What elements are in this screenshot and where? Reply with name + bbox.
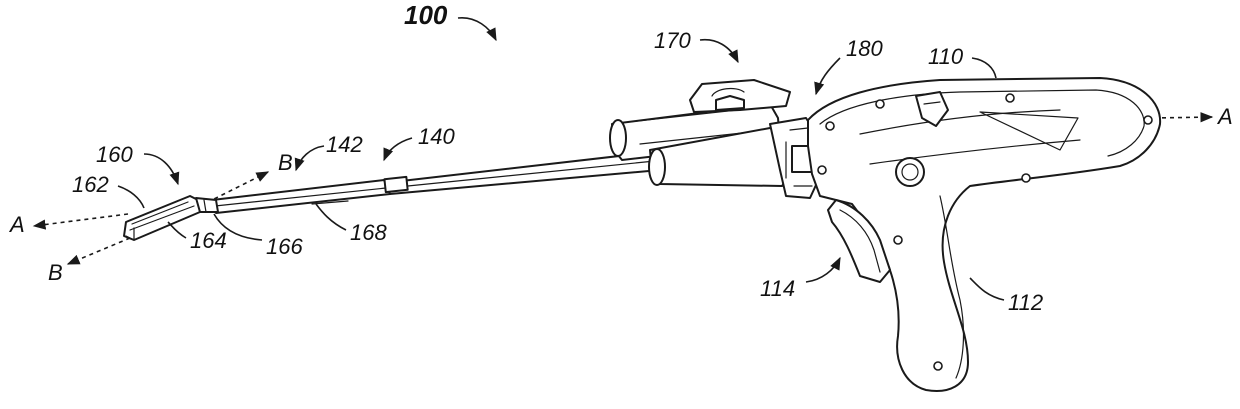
leader-168 <box>316 204 346 230</box>
knob-assembly <box>610 80 822 198</box>
label-166: 166 <box>266 234 303 259</box>
label-114: 114 <box>760 276 795 301</box>
label-164: 164 <box>190 228 227 253</box>
label-axis-a-left: A <box>8 212 25 237</box>
leader-164 <box>168 222 186 238</box>
label-162: 162 <box>72 172 109 197</box>
leader-170 <box>700 40 738 62</box>
leader-112 <box>970 278 1004 300</box>
leader-100 <box>458 18 496 40</box>
label-142: 142 <box>326 132 363 157</box>
label-112: 112 <box>1008 290 1043 315</box>
label-140: 140 <box>418 124 455 149</box>
leader-114 <box>806 258 840 282</box>
axis-a-line-right <box>1154 117 1212 118</box>
leader-140 <box>384 138 412 160</box>
axis-a-line-left <box>34 214 128 226</box>
leader-162 <box>118 186 144 208</box>
label-170: 170 <box>654 28 691 53</box>
label-100: 100 <box>404 0 448 30</box>
label-110: 110 <box>928 44 964 69</box>
leader-160 <box>144 154 178 184</box>
label-axis-b-upper: B <box>278 150 293 175</box>
label-160: 160 <box>96 142 133 167</box>
leader-180 <box>816 58 840 94</box>
label-axis-a-right: A <box>1216 104 1233 129</box>
leader-142 <box>296 146 324 170</box>
axis-b-line-lower <box>68 238 130 264</box>
label-168: 168 <box>350 220 387 245</box>
label-180: 180 <box>846 36 883 61</box>
leader-110 <box>972 58 996 78</box>
label-axis-b-lower: B <box>48 260 63 285</box>
